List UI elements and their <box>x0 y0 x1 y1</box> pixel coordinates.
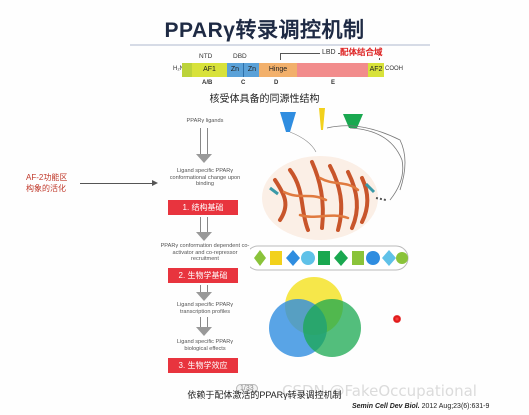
flow-step-transcription: Ligand specific PPARγ transcription prof… <box>176 302 234 315</box>
dbd-label: DBD <box>233 53 247 60</box>
connector-curve-3 <box>289 131 317 153</box>
lbd-label: LBD <box>320 49 338 56</box>
laser-pointer-dot <box>393 315 401 323</box>
citation-journal: Semin Cell Dev Biol. <box>352 403 420 410</box>
flow-step-recruitment: PPARγ conformation dependent co-activato… <box>160 243 250 263</box>
region-e-label: E <box>331 80 336 86</box>
venn-diagram-icon <box>269 277 361 357</box>
flow-arrow-3 <box>200 285 208 293</box>
domain-nterm-stub <box>182 63 192 77</box>
pparg-protein-structure-icon <box>262 156 387 240</box>
n-terminus-label: H₂N <box>173 66 184 72</box>
flow-step-conformation: Ligand specific PPARγ conformational cha… <box>169 168 241 188</box>
flow-arrowhead-3 <box>196 292 212 301</box>
flow-arrowhead-1 <box>196 154 212 163</box>
domain-af1: AF1 <box>192 63 227 77</box>
box-biological-effects: 3. 生物学效应 <box>168 358 238 373</box>
watermark: CSDN @FakeOccupational <box>282 382 477 400</box>
coregulator-shapes-icon <box>250 245 409 271</box>
flow-arrow-2 <box>200 217 208 234</box>
ligand-blue-icon <box>280 112 296 132</box>
box-biological-basis: 2. 生物学基础 <box>168 268 238 283</box>
region-ab-label: A/B <box>202 80 213 86</box>
connector-curve-1 <box>326 125 406 191</box>
af2-activation-note: AF-2功能区 构象的活化 <box>26 172 67 194</box>
mechanism-illustration <box>250 108 409 357</box>
af2-pointer-arrowhead <box>152 180 158 186</box>
flow-arrow-4 <box>200 317 208 328</box>
domain-zn-1: Zn <box>227 63 243 77</box>
af2-pointer-line <box>80 183 152 184</box>
region-c-label: C <box>241 80 246 86</box>
domain-caption: 核受体具备的同源性结构 <box>209 94 320 105</box>
ligand-green-icon <box>343 114 363 128</box>
flow-arrowhead-4 <box>196 327 212 336</box>
region-d-label: D <box>274 80 279 86</box>
slide-caption: 依赖于配体激活的PPARγ转录调控机制 <box>187 390 342 400</box>
page-title: PPARγ转录调控机制 <box>164 19 365 42</box>
citation: Semin Cell Dev Biol. 2012 Aug;23(6):631-… <box>352 403 489 410</box>
citation-details: 2012 Aug;23(6):631-9 <box>419 403 490 410</box>
ntd-label: NTD <box>199 53 213 60</box>
af2-note-line1: AF-2功能区 <box>26 173 68 182</box>
ligand-binding-domain-label: 配体结合域 <box>340 46 383 58</box>
domain-zn-2: Zn <box>243 63 260 77</box>
domain-hinge: Hinge <box>259 63 297 77</box>
connector-curve-2 <box>349 127 404 201</box>
af2-note-line2: 构象的活化 <box>26 184 66 193</box>
domain-af2: AF2 <box>368 63 384 77</box>
title-underline <box>130 44 430 46</box>
c-terminus-label: COOH <box>385 66 403 72</box>
ligand-yellow-icon <box>319 108 325 130</box>
flow-step-ligands: PPARγ ligands <box>186 118 224 124</box>
page-number: 1/33 <box>236 384 258 393</box>
flow-arrow-1 <box>200 128 208 154</box>
flow-arrowhead-2 <box>196 232 212 241</box>
box-structural-basis: 1. 结构基础 <box>168 200 238 215</box>
domain-lbd <box>297 63 368 77</box>
flow-step-effects: Ligand specific PPARγ biological effects <box>176 339 234 352</box>
